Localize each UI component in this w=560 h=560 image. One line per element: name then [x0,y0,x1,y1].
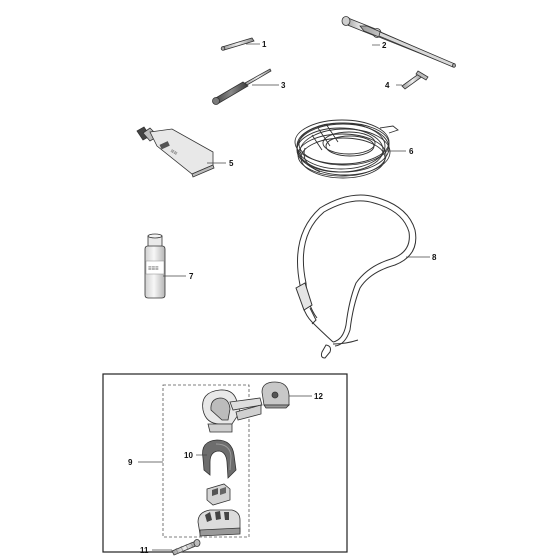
callout-9: 9 [128,458,133,467]
part-5-grease-tube[interactable]: ≡≡ [136,126,215,178]
callout-7: 7 [189,272,194,281]
upper-clip-housing[interactable] [202,389,263,433]
callout-4: 4 [385,81,390,90]
part-12-cap[interactable] [261,381,290,409]
callout-10: 10 [184,451,193,460]
lower-clip-base[interactable] [197,509,241,537]
part-10-clamp[interactable] [202,439,237,479]
callout-5: 5 [229,159,234,168]
part-3-screwdriver[interactable] [212,68,272,105]
callout-12: 12 [314,392,323,401]
part-7-oil-bottle[interactable]: ≡≡≡ [144,233,166,299]
part-11-screw[interactable] [171,539,201,556]
part-1-pin[interactable] [220,37,255,51]
assembly-frame [102,373,348,553]
callout-2: 2 [382,41,387,50]
callout-8: 8 [432,253,437,262]
oil-bottle-label: ≡≡≡ [148,266,159,272]
part-8-harness-strap[interactable] [295,194,417,359]
part-4-hex-key[interactable] [401,70,429,90]
part-2-combination-wrench[interactable] [341,16,456,68]
callout-11: 11 [140,546,149,555]
callout-3: 3 [281,81,286,90]
callout-1: 1 [262,40,267,49]
assembly-group-dashed-box [162,384,250,538]
part-6-coiled-cable[interactable] [294,119,399,179]
callout-6: 6 [409,147,414,156]
grease-tube-label: ≡≡ [169,149,178,158]
small-clip-block[interactable] [206,483,231,506]
